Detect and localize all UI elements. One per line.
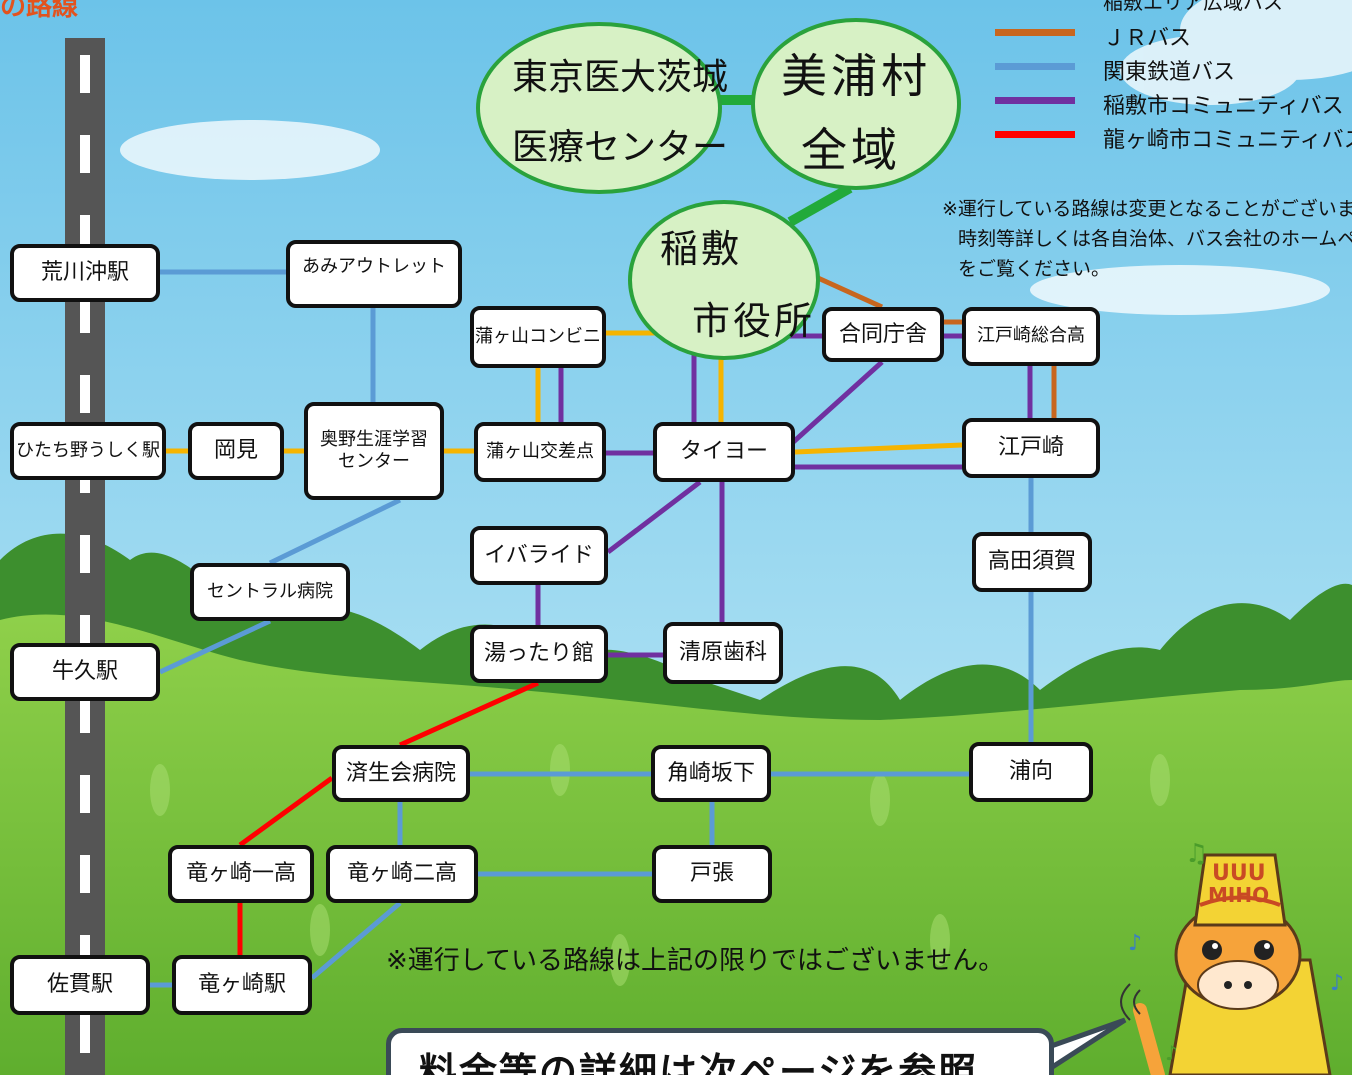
svg-text:♪: ♪	[1165, 1041, 1178, 1065]
hub-tokyo-medical-center[interactable]: 東京医大茨城 医療センター	[476, 22, 728, 194]
route-change-note-line2: 時刻等詳しくは各自治体、バス会社のホームページ	[958, 228, 1352, 250]
station-ushiku[interactable]: 牛久駅	[10, 643, 160, 701]
station-taiyo[interactable]: タイヨー	[653, 422, 795, 482]
legend-label: 稲敷エリア広域バス	[1103, 0, 1283, 14]
mascot-illustration: UUU MIHO ♫ ♪ ♪ ♪	[1120, 839, 1344, 1075]
legend-label: 関東鉄道バス	[1103, 60, 1236, 85]
hub-miho-village[interactable]: 美浦村 全域	[751, 18, 961, 190]
svg-text:♪: ♪	[1330, 971, 1344, 996]
station-kamagayama-konbini[interactable]: 蒲ヶ山コンビニ	[470, 306, 606, 368]
svg-text:♫: ♫	[1185, 839, 1208, 869]
station-kamagayama-kosaten[interactable]: 蒲ヶ山交差点	[474, 422, 606, 482]
legend-swatch	[995, 29, 1075, 36]
header-fragment: の路線	[0, 0, 79, 22]
legend-swatch	[995, 97, 1075, 104]
fare-details-callout: 料金等の詳細は次ページを参照	[386, 1028, 1054, 1075]
not-limited-note: ※運行している路線は上記の限りではございません。	[386, 946, 1005, 976]
legend-label: 稲敷市コミュニティバス	[1103, 94, 1344, 119]
legend-label: ＪＲバス	[1103, 26, 1192, 51]
hub-inashiki-city-hall-line1: 稲敷	[660, 227, 743, 271]
station-tobari[interactable]: 戸張	[652, 845, 772, 903]
station-ryugasaki-ichiko[interactable]: 竜ヶ崎一高	[168, 845, 314, 903]
station-godo-chosha[interactable]: 合同庁舎	[822, 307, 944, 362]
route-change-note-line3: をご覧ください。	[958, 258, 1111, 280]
station-arakawaoki[interactable]: 荒川沖駅	[10, 244, 160, 302]
hub-tokyo-medical-center-line1: 東京医大茨城	[512, 57, 729, 98]
station-tsunozaki-sakashita[interactable]: 角崎坂下	[651, 745, 771, 802]
station-ibaraido[interactable]: イバライド	[470, 526, 608, 585]
station-takata-suka[interactable]: 高田須賀	[972, 532, 1092, 592]
hub-inashiki-city-hall[interactable]: 稲敷 市役所	[628, 200, 820, 360]
station-hitachino-ushiku[interactable]: ひたち野うしく駅	[10, 422, 166, 480]
station-sanuki[interactable]: 佐貫駅	[10, 955, 150, 1015]
station-central-hospital[interactable]: セントラル病院	[190, 563, 350, 621]
legend-swatch	[995, 63, 1075, 70]
station-ryugasaki-niko[interactable]: 竜ヶ崎二高	[326, 845, 478, 903]
hub-tokyo-medical-center-line2: 医療センター	[512, 127, 729, 168]
bus-routes	[150, 95, 1057, 988]
station-okami[interactable]: 岡見	[188, 422, 284, 480]
legend-label: 龍ヶ崎市コミュニティバス	[1103, 128, 1352, 153]
station-edosaki-sogo[interactable]: 江戸崎総合高	[962, 307, 1100, 366]
station-edosaki[interactable]: 江戸崎	[962, 418, 1100, 478]
svg-text:UUU: UUU	[1212, 861, 1266, 886]
svg-text:MIHO: MIHO	[1208, 883, 1269, 907]
hub-miho-village-line1: 美浦村	[781, 49, 931, 103]
station-kiyohara-shika[interactable]: 清原歯科	[663, 622, 783, 684]
station-okuno-line1: 奥野生涯学習	[320, 428, 428, 450]
station-yuttarikan[interactable]: 湯ったり館	[470, 625, 608, 683]
station-ami-outlet[interactable]: あみアウトレット	[286, 240, 462, 308]
station-ryugasaki[interactable]: 竜ヶ崎駅	[172, 955, 312, 1015]
station-okuno-learning-center[interactable]: 奥野生涯学習 センター	[304, 402, 444, 500]
station-saiseikai-hospital[interactable]: 済生会病院	[332, 745, 470, 802]
svg-text:♪: ♪	[1128, 931, 1142, 956]
hub-inashiki-city-hall-line2: 市役所	[692, 299, 816, 343]
station-uramukai[interactable]: 浦向	[969, 742, 1093, 802]
hub-miho-village-line2: 全域	[801, 123, 901, 177]
route-change-note: ※運行している路線は変更となることがございます。	[942, 198, 1352, 220]
station-okuno-line2: センター	[338, 451, 410, 472]
legend-swatch	[995, 131, 1075, 138]
